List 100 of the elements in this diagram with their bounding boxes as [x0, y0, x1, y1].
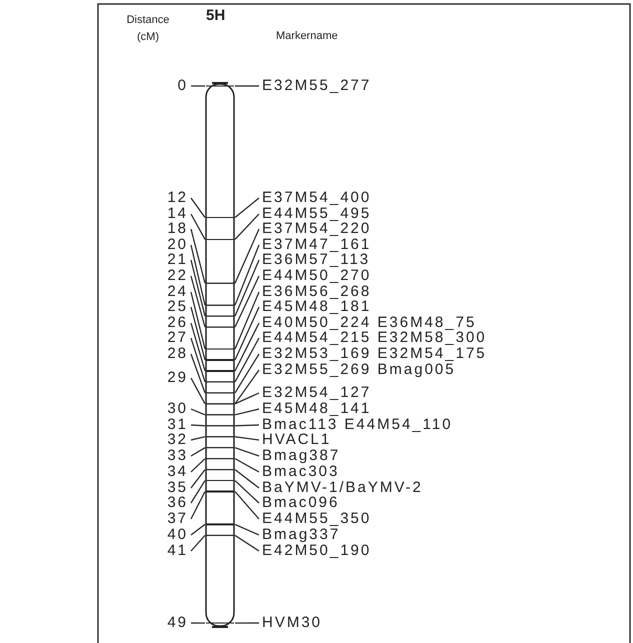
distance-value: 30 [128, 401, 188, 417]
leader-line [190, 244, 206, 306]
leader-line [191, 85, 205, 87]
leader-line [234, 214, 260, 240]
leader-line [234, 322, 260, 372]
leader-line [191, 622, 205, 624]
leader-line [190, 447, 206, 457]
marker-name: Bmac303 [262, 464, 340, 480]
leader-line [234, 370, 260, 404]
leader-line [234, 491, 260, 520]
leader-line [234, 392, 260, 404]
leader-line [190, 436, 206, 441]
distance-value: 0 [128, 78, 188, 94]
marker-name: BaYMV-1/BaYMV-2 [262, 480, 423, 496]
leader-line [190, 306, 206, 360]
distance-value: 34 [128, 464, 188, 480]
marker-name: E32M53_169 E32M54_175 [262, 346, 487, 362]
distance-value: 27 [128, 330, 188, 346]
leader-line [234, 198, 260, 218]
leader-line [190, 491, 206, 520]
column-heading: Distance (cM) [126, 13, 170, 45]
distance-value: 33 [128, 448, 188, 464]
marker-name: E36M57_113 [262, 252, 370, 268]
leader-line [190, 480, 206, 504]
leader-line [190, 378, 206, 404]
leader-line [234, 524, 260, 536]
leader-line [234, 338, 260, 382]
marker-name: E44M54_215 E32M58_300 [262, 330, 487, 346]
leader-line [234, 228, 260, 284]
distance-value: 12 [128, 190, 188, 206]
leader-line [190, 469, 206, 488]
distance-value: 24 [128, 284, 188, 300]
marker-name: Bmag387 [262, 448, 340, 464]
leader-line [234, 469, 260, 488]
leader-line [234, 480, 260, 504]
distance-value: 40 [128, 527, 188, 543]
leader-line [234, 276, 260, 328]
distance-value: 31 [128, 417, 188, 433]
distance-value: 22 [128, 268, 188, 284]
marker-name: E36M56_268 [262, 284, 372, 300]
leader-line [235, 622, 259, 624]
distance-value: 41 [128, 543, 188, 559]
marker-name: E32M55_269 Bmag005 [262, 362, 456, 378]
marker-name: Bmac113 E44M54_110 [262, 417, 453, 433]
leader-line [190, 408, 206, 416]
marker-name: E44M55_495 [262, 206, 372, 222]
marker-name: E37M54_400 [262, 190, 372, 206]
marker-name: E42M50_190 [262, 543, 372, 559]
distance-value: 26 [128, 315, 188, 331]
marker-name: E32M55_277 [262, 78, 372, 94]
marker-name: E37M47_161 [262, 237, 372, 253]
chromosome-title: 5H [206, 8, 226, 24]
marker-name: E45M48_141 [262, 401, 372, 417]
leader-line [234, 424, 260, 426]
leader-line [234, 354, 260, 394]
distance-value: 28 [128, 346, 188, 362]
leader-line [234, 292, 260, 350]
leader-line [190, 524, 206, 536]
distance-value: 49 [128, 615, 188, 631]
leader-line [190, 354, 206, 394]
leader-line [190, 534, 206, 552]
distance-value: 14 [128, 206, 188, 222]
leader-line [190, 276, 206, 328]
distance-value: 21 [128, 252, 188, 268]
distance-value: 29 [128, 370, 188, 386]
leader-line [234, 447, 260, 457]
marker-name: E32M54_127 [262, 385, 372, 401]
marker-name: Bmac096 [262, 495, 340, 511]
distance-value: 36 [128, 495, 188, 511]
column-heading: Markername [276, 29, 338, 44]
distance-value: 37 [128, 511, 188, 527]
leader-line [190, 424, 206, 426]
leader-line [190, 458, 206, 472]
marker-name: HVM30 [262, 615, 322, 631]
leader-line [190, 338, 206, 382]
distance-value: 25 [128, 299, 188, 315]
distance-value: 35 [128, 480, 188, 496]
leader-line [190, 214, 206, 240]
chromosome-drawing [205, 80, 235, 630]
marker-name: HVACL1 [262, 432, 332, 448]
distance-value: 18 [128, 221, 188, 237]
marker-name: E45M48_181 [262, 299, 372, 315]
distance-value: 32 [128, 432, 188, 448]
marker-name: E37M54_220 [262, 221, 372, 237]
leader-line [190, 322, 206, 372]
leader-line [190, 260, 206, 316]
leader-line [190, 292, 206, 350]
marker-name: Bmag337 [262, 527, 340, 543]
leader-line [234, 436, 260, 441]
leader-line [234, 458, 260, 473]
leader-line [190, 228, 206, 284]
leader-line [234, 534, 260, 552]
marker-name: E44M55_350 [262, 511, 372, 527]
leader-line [234, 260, 260, 316]
leader-line [234, 244, 260, 306]
leader-line [234, 306, 260, 360]
distance-value: 20 [128, 237, 188, 253]
leader-line [190, 198, 206, 218]
leader-line [235, 85, 259, 87]
marker-name: E44M50_270 [262, 268, 372, 284]
